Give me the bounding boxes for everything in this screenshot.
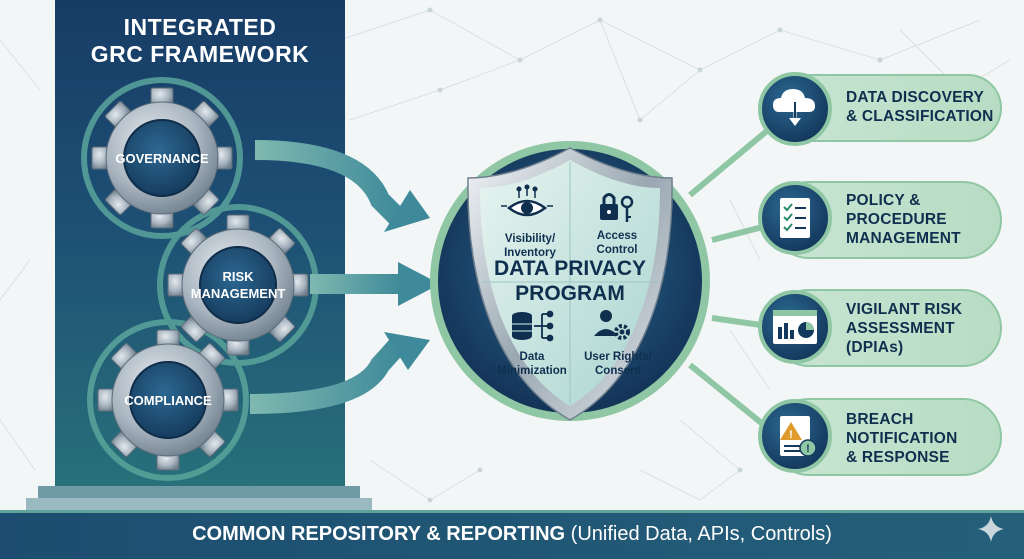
grc-title-line1: INTEGRATED <box>123 14 277 40</box>
outcome-discovery-line2: & CLASSIFICATION <box>846 108 994 125</box>
quadrant-visibility-line2: Inventory <box>504 247 556 259</box>
footer-caption: COMMON REPOSITORY & REPORTING (Unified D… <box>0 521 1024 547</box>
quadrant-minimization-line2: Minimization <box>497 365 567 377</box>
pillar-base-top <box>38 486 360 498</box>
outcome-breach-line2: NOTIFICATION <box>846 430 958 447</box>
outcome-policy-line3: MANAGEMENT <box>846 230 961 247</box>
sparkle-icon <box>978 516 1004 542</box>
outcome-risk-line3: (DPIAs) <box>846 339 904 356</box>
quadrant-minimization-label: Data Minimization <box>490 350 574 378</box>
quadrant-visibility-label: Visibility/ Inventory <box>492 232 568 260</box>
outcome-icon-circle-breach <box>758 399 832 473</box>
outcome-discovery-text: DATA DISCOVERY & CLASSIFICATION <box>846 88 994 126</box>
outcome-risk-line1: VIGILANT RISK <box>846 301 963 318</box>
database-branch-icon <box>512 310 554 342</box>
footer-bold-text: COMMON REPOSITORY & REPORTING <box>192 523 566 545</box>
warning-document-icon: ! ! <box>780 416 817 457</box>
gear-label-compliance: COMPLIANCE <box>124 393 212 408</box>
eye-circuit-icon <box>501 184 553 217</box>
gear-label-risk-management: RISK MANAGEMENT <box>178 268 298 302</box>
outcome-breach-line1: BREACH <box>846 411 914 428</box>
checklist-document-icon <box>780 198 810 238</box>
gear-compliance <box>97 329 239 471</box>
outcome-breach-text: BREACH NOTIFICATION & RESPONSE <box>846 410 957 467</box>
outcome-icon-circle-discovery <box>758 72 832 146</box>
quadrant-minimization-line1: Data <box>519 351 545 363</box>
outcome-discovery-line1: DATA DISCOVERY <box>846 89 985 106</box>
outcome-risk-line2: ASSESSMENT <box>846 320 955 337</box>
outcome-policy-text: POLICY & PROCEDURE MANAGEMENT <box>846 191 961 248</box>
outcome-risk-text: VIGILANT RISK ASSESSMENT (DPIAs) <box>846 300 962 357</box>
outcome-policy-line2: PROCEDURE <box>846 211 947 228</box>
gear-risk-management <box>167 214 309 356</box>
user-gear-icon <box>594 310 630 340</box>
gear-label-risk-line1: RISK <box>222 269 254 284</box>
quadrant-access-line2: Control <box>596 244 638 256</box>
grc-framework-title: INTEGRATED GRC FRAMEWORK <box>55 14 345 68</box>
program-title-line1: DATA PRIVACY <box>493 257 647 280</box>
outcome-connectors <box>688 117 783 441</box>
gear-label-governance: GOVERNANCE <box>115 151 209 166</box>
quadrant-user-rights-label: User Rights/ Consent <box>576 350 660 378</box>
quadrant-user-rights-line2: Consent <box>595 365 641 377</box>
svg-text:!: ! <box>789 429 793 441</box>
gear-governance <box>91 87 233 229</box>
quadrant-user-rights-line1: User Rights/ <box>584 351 652 363</box>
quadrant-access-line1: Access <box>596 230 638 242</box>
padlock-key-icon <box>600 193 634 222</box>
program-title: DATA PRIVACY PROGRAM <box>470 256 670 306</box>
program-title-line2: PROGRAM <box>515 282 625 305</box>
outcome-policy-line1: POLICY & <box>846 192 921 209</box>
pillar-base-bottom <box>26 498 372 510</box>
quadrant-access-label: Access Control <box>582 229 652 257</box>
cloud-download-icon <box>773 89 815 126</box>
grc-title-line2: GRC FRAMEWORK <box>90 41 310 67</box>
gear-label-risk-line2: MANAGEMENT <box>190 286 286 301</box>
footer-light-text: (Unified Data, APIs, Controls) <box>565 523 832 545</box>
outcome-breach-line3: & RESPONSE <box>846 449 950 466</box>
flow-arrows <box>249 140 440 414</box>
svg-text:!: ! <box>806 443 810 455</box>
footer-bar <box>0 510 1024 559</box>
quadrant-visibility-line1: Visibility/ <box>504 233 556 245</box>
dashboard-charts-icon <box>773 310 817 344</box>
